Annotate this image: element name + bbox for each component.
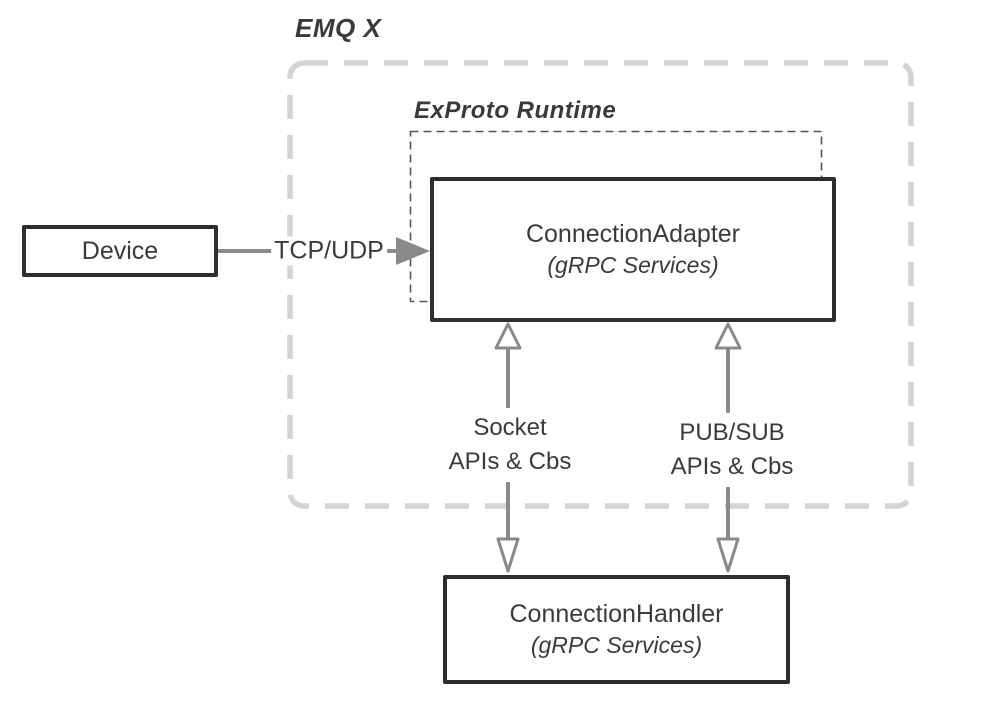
connection-adapter-subtitle: (gRPC Services) [547, 252, 719, 278]
connection-adapter-title: ConnectionAdapter [525, 220, 741, 248]
socket-edge-label: Socket APIs & Cbs [440, 408, 580, 482]
device-node: Device [22, 225, 218, 277]
connection-handler-title: ConnectionHandler [509, 600, 724, 628]
emqx-container-label: EMQ X [295, 13, 382, 43]
tcp-udp-edge-label: TCP/UDP [271, 236, 387, 266]
device-node-label: Device [81, 237, 159, 265]
pubsub-edge-label-line2: APIs & Cbs [670, 453, 794, 480]
exproto-runtime-label: ExProto Runtime [414, 97, 617, 124]
socket-edge-label-line1: Socket [473, 414, 547, 441]
emqx-container-border [287, 60, 914, 509]
socket-edge-label-line2: APIs & Cbs [448, 448, 572, 475]
connection-handler-node: ConnectionHandler (gRPC Services) [443, 575, 790, 684]
pubsub-edge-label-line1: PUB/SUB [679, 419, 785, 446]
pubsub-edge-label: PUB/SUB APIs & Cbs [662, 413, 802, 487]
connection-adapter-node: ConnectionAdapter (gRPC Services) [430, 177, 836, 322]
connection-handler-subtitle: (gRPC Services) [530, 632, 703, 658]
